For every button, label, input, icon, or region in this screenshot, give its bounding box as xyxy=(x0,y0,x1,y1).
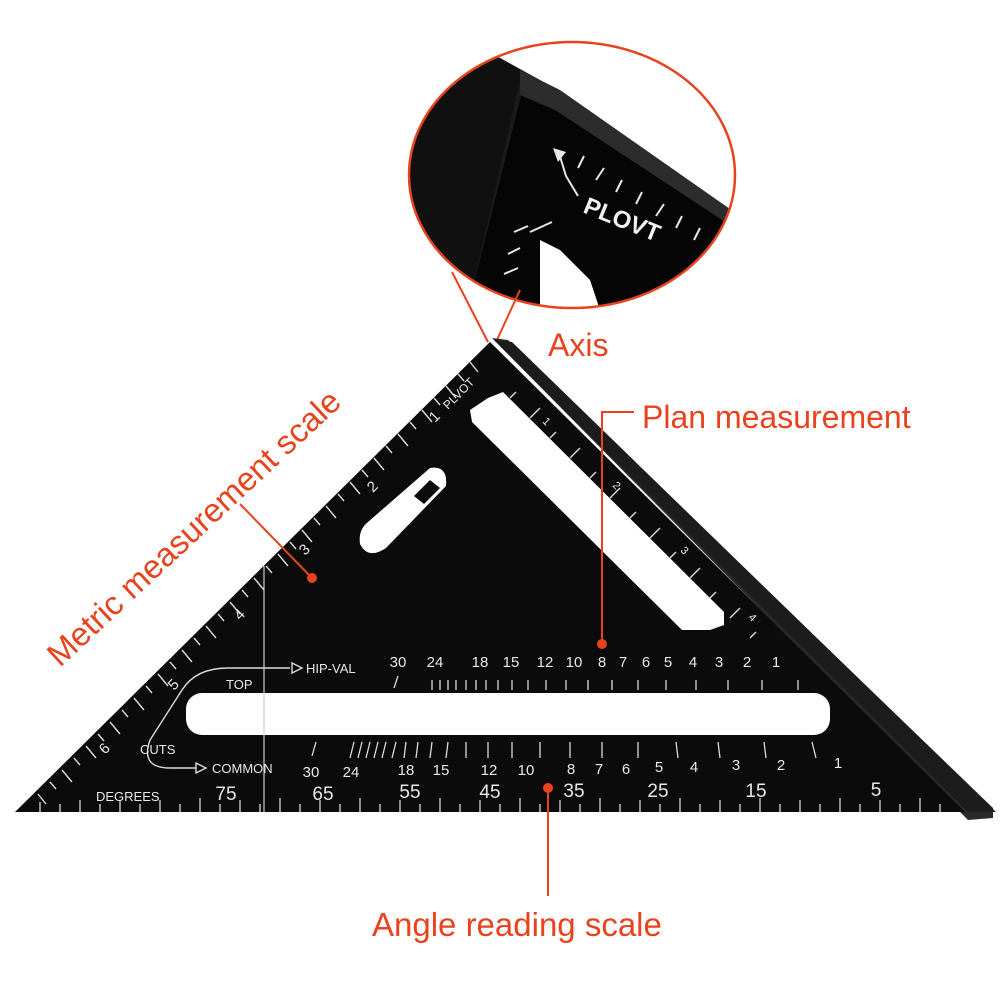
common-row-number: 1 xyxy=(834,755,842,772)
hip-row-number: 2 xyxy=(743,654,751,671)
common-row-number: 8 xyxy=(567,761,575,778)
common-label: COMMON xyxy=(212,761,273,776)
degree-number: 55 xyxy=(399,782,420,803)
common-row-number: 15 xyxy=(433,762,450,779)
degree-number: 75 xyxy=(215,784,236,805)
upper-slot xyxy=(470,392,724,630)
hip-row-number: 30 xyxy=(390,654,407,671)
hip-row-number: 8 xyxy=(598,654,606,671)
hip-row-number: 4 xyxy=(689,654,697,671)
common-row-number: 5 xyxy=(655,759,663,776)
plan-callout: Plan measurement xyxy=(597,399,911,649)
common-row-number: 12 xyxy=(481,762,498,779)
angle-callout: Angle reading scale xyxy=(372,783,662,943)
hip-row-number: 1 xyxy=(772,654,780,671)
hip-row-number: 10 xyxy=(566,654,583,671)
common-row-number: 2 xyxy=(777,757,785,774)
speed-square: PLVOT TOP HIP-VAL CUTS COMMON DEGREES 12… xyxy=(15,338,996,820)
hip-row-number: 3 xyxy=(715,654,723,671)
hipval-label: HIP-VAL xyxy=(306,661,356,676)
main-slot xyxy=(186,693,830,735)
angle-label: Angle reading scale xyxy=(372,906,662,943)
degree-row-numbers: 75 65 55 45 35 25 15 5 xyxy=(215,780,881,805)
common-row-number: 24 xyxy=(343,764,360,781)
metric-scale-ticks xyxy=(37,361,479,805)
axis-label: Axis xyxy=(548,327,608,363)
common-row-numbers: 30 24 18 15 12 10 8 7 6 5 4 3 2 1 xyxy=(303,755,843,781)
degree-number: 5 xyxy=(871,780,882,801)
common-row-number: 4 xyxy=(690,759,698,776)
common-row-number: 6 xyxy=(622,761,630,778)
zoom-detail: PLOVT xyxy=(407,40,737,343)
degree-number: 35 xyxy=(563,781,584,802)
hip-row-number: 15 xyxy=(503,654,520,671)
hip-row-number: 18 xyxy=(472,654,489,671)
degree-number: 45 xyxy=(479,782,500,803)
common-row-number: 7 xyxy=(595,761,603,778)
hip-row-number: 12 xyxy=(537,654,554,671)
common-row-number: 3 xyxy=(732,757,740,774)
degree-number: 15 xyxy=(745,781,766,802)
hip-row-number: 6 xyxy=(642,654,650,671)
angle-scale-ticks xyxy=(39,798,941,812)
hip-row-number: 24 xyxy=(427,654,444,671)
axis-callout: Axis xyxy=(548,327,608,363)
degree-number: 25 xyxy=(647,781,668,802)
cuts-label: CUTS xyxy=(140,742,176,757)
common-row-number: 30 xyxy=(303,764,320,781)
plan-label: Plan measurement xyxy=(642,399,911,435)
hip-row-number: 5 xyxy=(664,654,672,671)
top-label: TOP xyxy=(226,677,253,692)
common-row-number: 10 xyxy=(518,762,535,779)
hip-row-number: 7 xyxy=(619,654,627,671)
common-row-number: 18 xyxy=(398,762,415,779)
degree-number: 65 xyxy=(312,784,333,805)
degrees-label: DEGREES xyxy=(96,789,160,804)
